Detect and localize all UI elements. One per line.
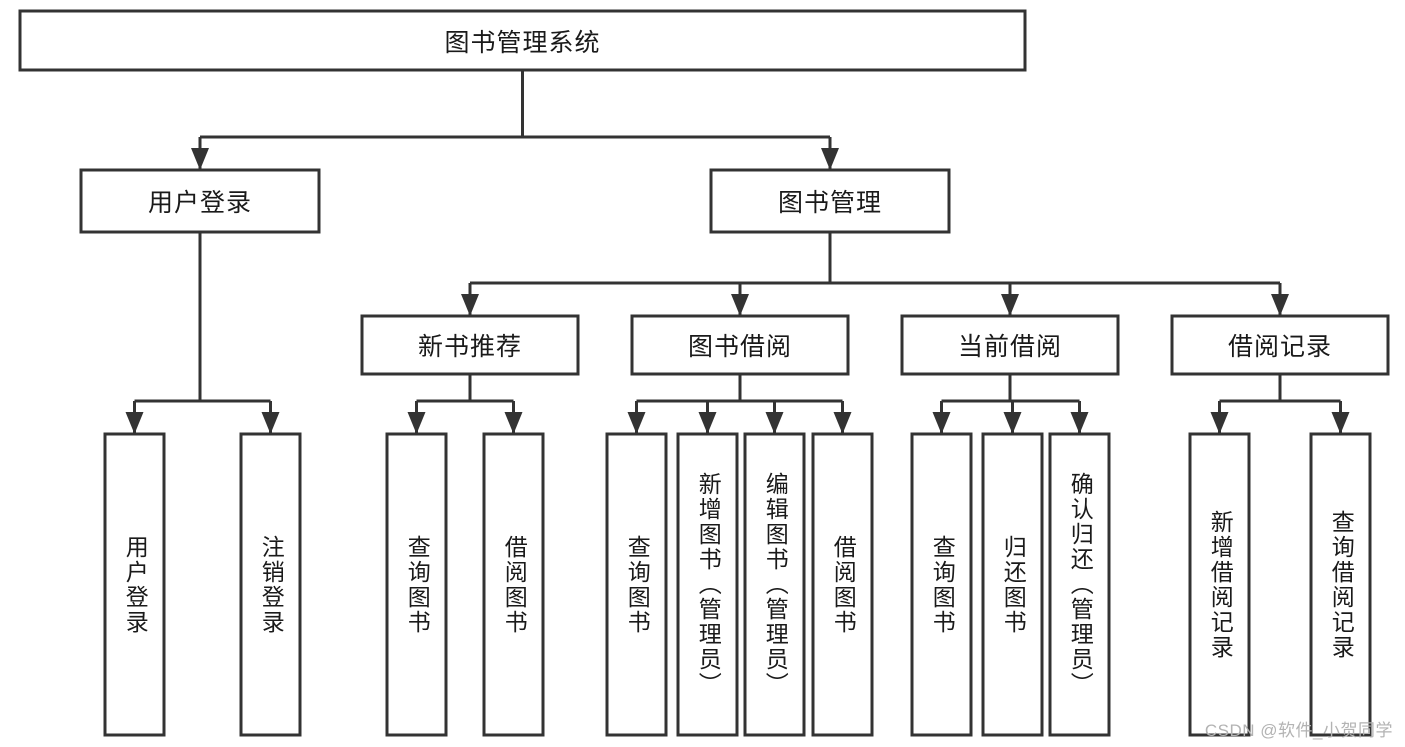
node-box-new_book_rec[interactable] <box>360 314 580 376</box>
node-box-root[interactable] <box>18 9 1027 72</box>
node-box-leaf_cb_confirm[interactable] <box>1048 432 1111 737</box>
node-box-leaf_br_query[interactable] <box>1309 432 1372 737</box>
watermark-text: CSDN @软件_小贺同学 <box>1204 721 1393 740</box>
node-box-leaf_user_login[interactable] <box>103 432 166 737</box>
node-box-book_mgmt[interactable] <box>709 168 951 234</box>
node-box-leaf_bb_borrow[interactable] <box>811 432 874 737</box>
node-box-leaf_rec_borrow[interactable] <box>482 432 545 737</box>
node-box-user_login[interactable] <box>79 168 321 234</box>
node-box-leaf_br_add[interactable] <box>1188 432 1251 737</box>
node-box-borrow_record[interactable] <box>1170 314 1390 376</box>
node-box-leaf_bb_edit[interactable] <box>743 432 806 737</box>
node-box-leaf_cb_return[interactable] <box>981 432 1044 737</box>
node-box-book_borrow[interactable] <box>630 314 850 376</box>
node-box-current_borrow[interactable] <box>900 314 1120 376</box>
node-box-leaf_user_logout[interactable] <box>239 432 302 737</box>
node-box-leaf_bb_query[interactable] <box>605 432 668 737</box>
node-box-leaf_cb_query[interactable] <box>910 432 973 737</box>
node-box-leaf_bb_add[interactable] <box>676 432 739 737</box>
node-box-leaf_rec_query[interactable] <box>385 432 448 737</box>
